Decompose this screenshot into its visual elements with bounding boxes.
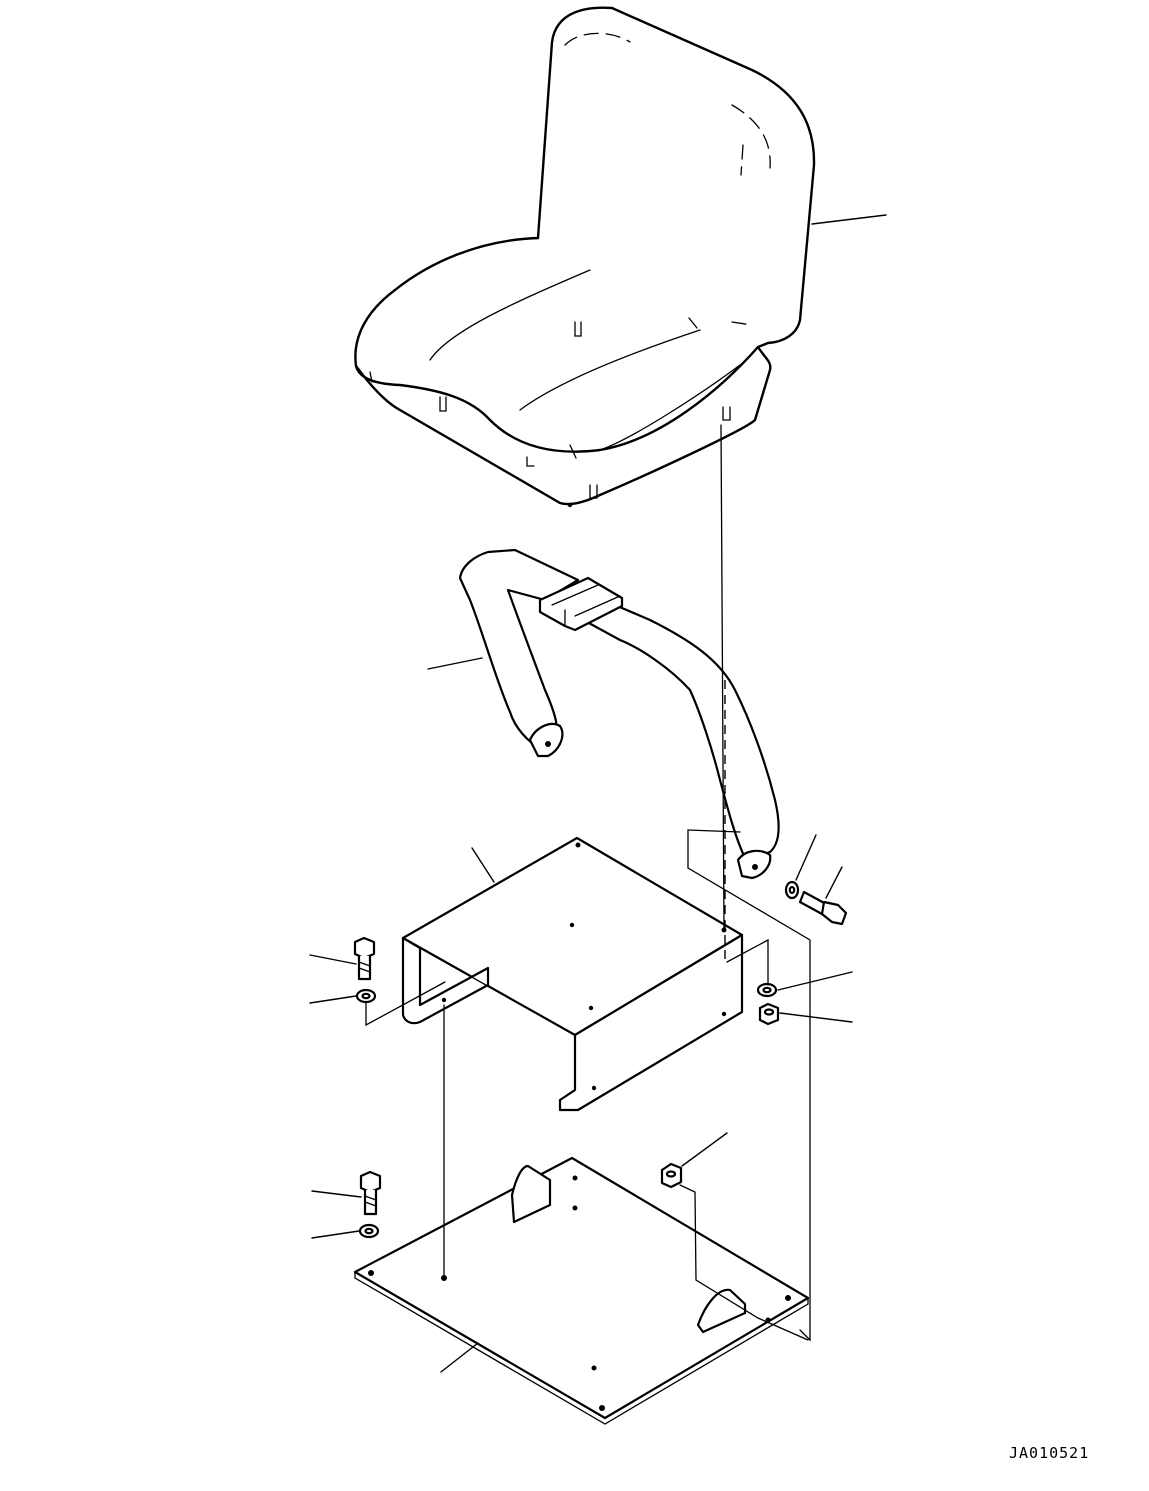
leader-nut-right [779, 1012, 853, 1023]
seat [354, 6, 816, 508]
washer-upper-left [355, 988, 377, 1004]
nut-right [758, 1002, 780, 1026]
seat-cushion-clips [439, 317, 731, 499]
leader-bolt-upper-left [309, 954, 357, 965]
seat-backrest-seam [564, 32, 771, 326]
bracket-left-flange [401, 936, 490, 1025]
leader-bolt-belt [825, 866, 843, 899]
base-plate-outline [353, 1156, 810, 1420]
leader-washer-upper-left [309, 995, 357, 1004]
leader-nut-base [681, 1132, 728, 1167]
seat-belt [458, 548, 780, 880]
bolt-lower-left [359, 1170, 382, 1216]
leader-base-plate [440, 1342, 479, 1373]
leader-washer-lower-left [311, 1230, 360, 1239]
seat-belt-buckle [538, 576, 624, 632]
bracket-front-flange [558, 933, 744, 1112]
bolt-upper-left [353, 936, 376, 981]
seat-belt-right-strap [585, 603, 780, 862]
washer-right [756, 982, 778, 998]
seat-backrest [536, 6, 816, 349]
leader-seat-belt [427, 657, 483, 670]
leader-washer-right [777, 971, 853, 991]
seat-belt-anchor-left [528, 722, 564, 758]
seat-cushion-seam [369, 269, 741, 459]
assembly-line-nut-base [679, 1184, 809, 1341]
leader-bolt-lower-left [311, 1190, 362, 1198]
assembly-lines [365, 424, 811, 1342]
assembly-box-belt [687, 829, 811, 1342]
base-plate-front-tab [510, 1164, 552, 1224]
assembly-box-belt-top [687, 829, 741, 833]
seat-belt-left-strap [458, 548, 580, 750]
bolt-belt [798, 890, 848, 926]
leader-washer-belt [795, 834, 817, 881]
drawing-code: JA010521 [1009, 1444, 1090, 1462]
seat-bracket [401, 836, 744, 1112]
centerline-seat-to-bracket [720, 424, 725, 931]
assembly-line-right [726, 938, 769, 986]
assembly-line-left [365, 981, 446, 1027]
washer-belt [784, 880, 800, 900]
base-plate [353, 1156, 810, 1425]
leader-seat [811, 214, 887, 225]
leader-lines [309, 214, 887, 1373]
nut-base [660, 1162, 683, 1189]
leader-bracket [471, 847, 495, 883]
washer-lower-left [358, 1223, 380, 1239]
seat-cushion [354, 236, 772, 506]
